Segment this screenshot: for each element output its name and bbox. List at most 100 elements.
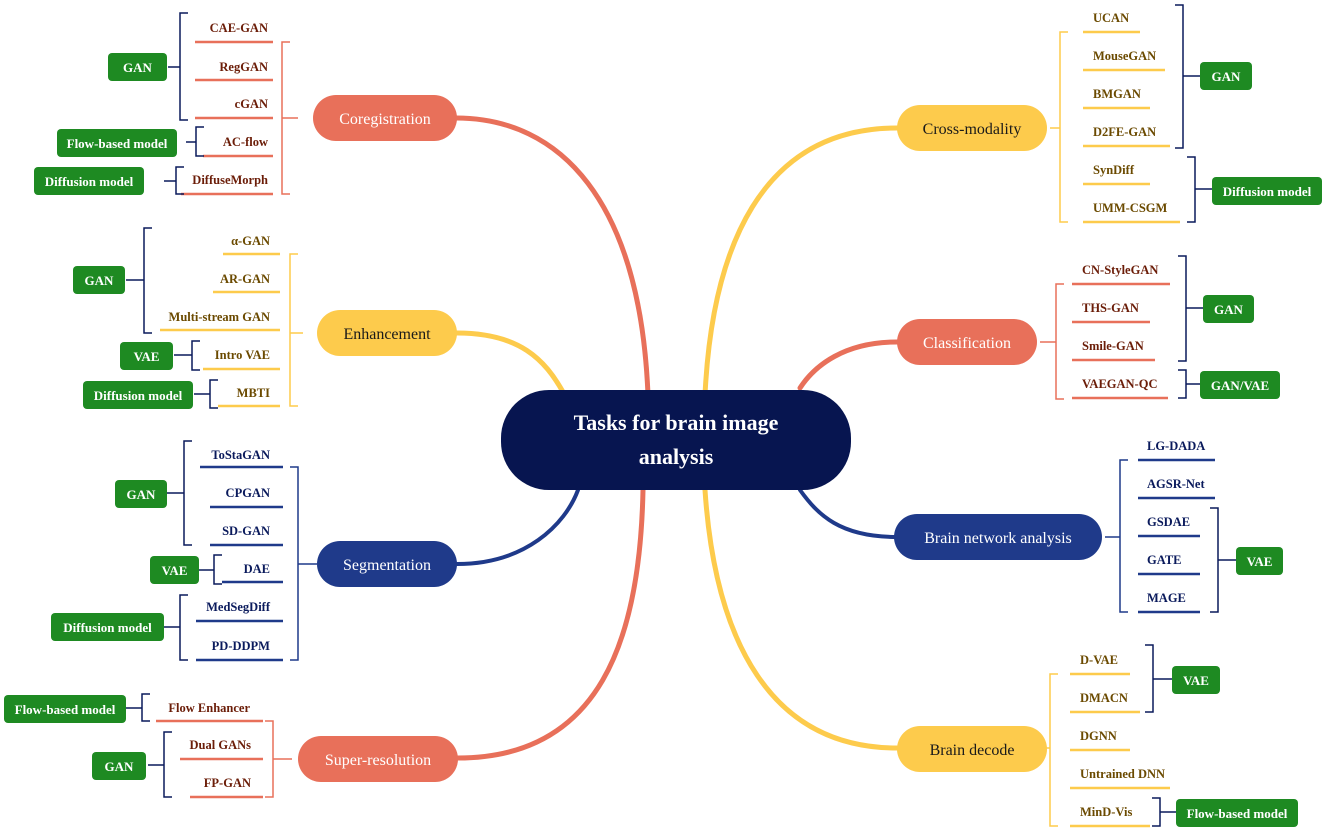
task-label: Classification — [923, 335, 1011, 352]
task-node — [897, 726, 1047, 772]
svg-text:GAN/VAE: GAN/VAE — [1211, 378, 1269, 393]
svg-text:Flow-based model: Flow-based model — [67, 136, 168, 151]
item-pd-ddpm: PD-DDPM — [212, 639, 271, 653]
task-enhancement: Enhancement α-GAN AR-GAN Multi-stream GA… — [73, 227, 457, 409]
svg-text:GAN: GAN — [1214, 302, 1244, 317]
item-tostagan: ToStaGAN — [211, 448, 270, 462]
task-brainnetwork: Brain network analysis LG-DADA AGSR-Net … — [894, 439, 1283, 614]
connector-classification — [797, 339, 900, 391]
svg-text:Diffusion model: Diffusion model — [1223, 184, 1312, 199]
tag-gan — [1203, 295, 1254, 323]
task-label: Super-resolution — [325, 752, 431, 769]
connector-segmentation — [455, 488, 580, 566]
tag-diffusion-model — [83, 381, 193, 409]
item-sd-gan: SD-GAN — [222, 524, 270, 538]
task-label: Cross-modality — [923, 121, 1022, 138]
task-node — [894, 514, 1102, 560]
tag-gan — [73, 266, 125, 294]
item-gate: GATE — [1147, 553, 1182, 567]
svg-text:GAN: GAN — [127, 487, 157, 502]
item-ucan: UCAN — [1093, 11, 1129, 25]
tag-vae — [120, 342, 173, 370]
item-bmgan: BMGAN — [1093, 87, 1141, 101]
item-mind-vis: MinD-Vis — [1080, 805, 1132, 819]
item-fp-gan: FP-GAN — [204, 776, 251, 790]
connector-superresolution — [455, 487, 646, 761]
item-multi-stream-gan: Multi-stream GAN — [169, 310, 270, 324]
hub-connectors — [453, 115, 900, 761]
task-node — [317, 310, 457, 356]
svg-text:VAE: VAE — [134, 349, 160, 364]
item-umm-csgm: UMM-CSGM — [1093, 201, 1167, 215]
task-braindecode: Brain decode D-VAE DMACN DGNN Untrained … — [897, 644, 1298, 828]
item-dual-gans: Dual GANs — [190, 738, 252, 752]
bracket — [281, 41, 298, 195]
tag-gan — [115, 480, 167, 508]
connector-enhancement — [454, 330, 566, 395]
task-node — [897, 319, 1037, 365]
connector-coregistration — [453, 115, 651, 398]
svg-text:GAN: GAN — [123, 60, 153, 75]
item-lg-dada: LG-DADA — [1147, 439, 1205, 453]
svg-text:GAN: GAN — [85, 273, 115, 288]
item-vaegan-qc: VAEGAN-QC — [1082, 377, 1157, 391]
tag-gan — [92, 752, 146, 780]
task-label: Brain network analysis — [924, 530, 1072, 547]
task-label: Enhancement — [343, 326, 431, 343]
item-mousegan: MouseGAN — [1093, 49, 1156, 63]
svg-text:Flow-based model: Flow-based model — [15, 702, 116, 717]
tag-vae — [1172, 666, 1220, 694]
item-dgnn: DGNN — [1080, 729, 1117, 743]
tag-diffusion-model — [51, 613, 164, 641]
task-node — [897, 105, 1047, 151]
tag-flow-based-model — [4, 695, 126, 723]
svg-text:Diffusion model: Diffusion model — [94, 388, 183, 403]
item-dmacn: DMACN — [1080, 691, 1128, 705]
item-dae: DAE — [244, 562, 270, 576]
hub-title-line2: analysis — [639, 444, 714, 469]
task-classification: Classification CN-StyleGAN THS-GAN Smile… — [897, 255, 1280, 400]
tag-vae — [150, 556, 199, 584]
item-syndiff: SynDiff — [1093, 163, 1135, 177]
item-diffusemorph: DiffuseMorph — [192, 173, 268, 187]
task-superresolution: Super-resolution Flow Enhancer Dual GANs… — [4, 693, 458, 799]
item-cpgan: CPGAN — [226, 486, 270, 500]
svg-text:Diffusion model: Diffusion model — [45, 174, 134, 189]
svg-text:VAE: VAE — [162, 563, 188, 578]
hub-node: Tasks for brain image analysis — [501, 390, 851, 490]
connector-brainnetwork — [798, 488, 899, 539]
tag-gan — [1200, 62, 1252, 90]
svg-text:Diffusion model: Diffusion model — [63, 620, 152, 635]
connector-crossmodality — [702, 125, 900, 398]
task-label: Segmentation — [343, 557, 431, 574]
task-label: Coregistration — [339, 111, 431, 128]
tag-gan-vae — [1200, 371, 1280, 399]
item-cae-gan: CAE-GAN — [210, 21, 268, 35]
item-mbti: MBTI — [237, 386, 270, 400]
item-untrained-dnn: Untrained DNN — [1080, 767, 1165, 781]
item-mage: MAGE — [1147, 591, 1186, 605]
svg-text:VAE: VAE — [1247, 554, 1273, 569]
tag-flow-based-model — [57, 129, 177, 157]
tag-flow-based-model — [1176, 799, 1298, 827]
item-ar-gan: AR-GAN — [220, 272, 270, 286]
svg-text:Flow-based model: Flow-based model — [1187, 806, 1288, 821]
tag-vae — [1236, 547, 1283, 575]
item-reggan: RegGAN — [219, 60, 268, 74]
tag-diffusion-model — [34, 167, 144, 195]
item-gsdae: GSDAE — [1147, 515, 1190, 529]
hub-title-line1: Tasks for brain image — [574, 410, 779, 435]
task-label: Brain decode — [930, 742, 1015, 759]
item-d2fe-gan: D2FE-GAN — [1093, 125, 1156, 139]
task-crossmodality: Cross-modality UCAN MouseGAN BMGAN D2FE-… — [897, 4, 1322, 224]
item-medsegdiff: MedSegDiff — [206, 600, 271, 614]
item-ths-gan: THS-GAN — [1082, 301, 1139, 315]
item-cn-stylegan: CN-StyleGAN — [1082, 263, 1158, 277]
task-segmentation: Segmentation ToStaGAN CPGAN SD-GAN DAE M… — [51, 440, 457, 662]
svg-text:GAN: GAN — [1212, 69, 1242, 84]
item-ac-flow: AC-flow — [223, 135, 268, 149]
item-cgan: cGAN — [235, 97, 268, 111]
connector-braindecode — [702, 487, 900, 751]
tag-diffusion-model — [1212, 177, 1322, 205]
